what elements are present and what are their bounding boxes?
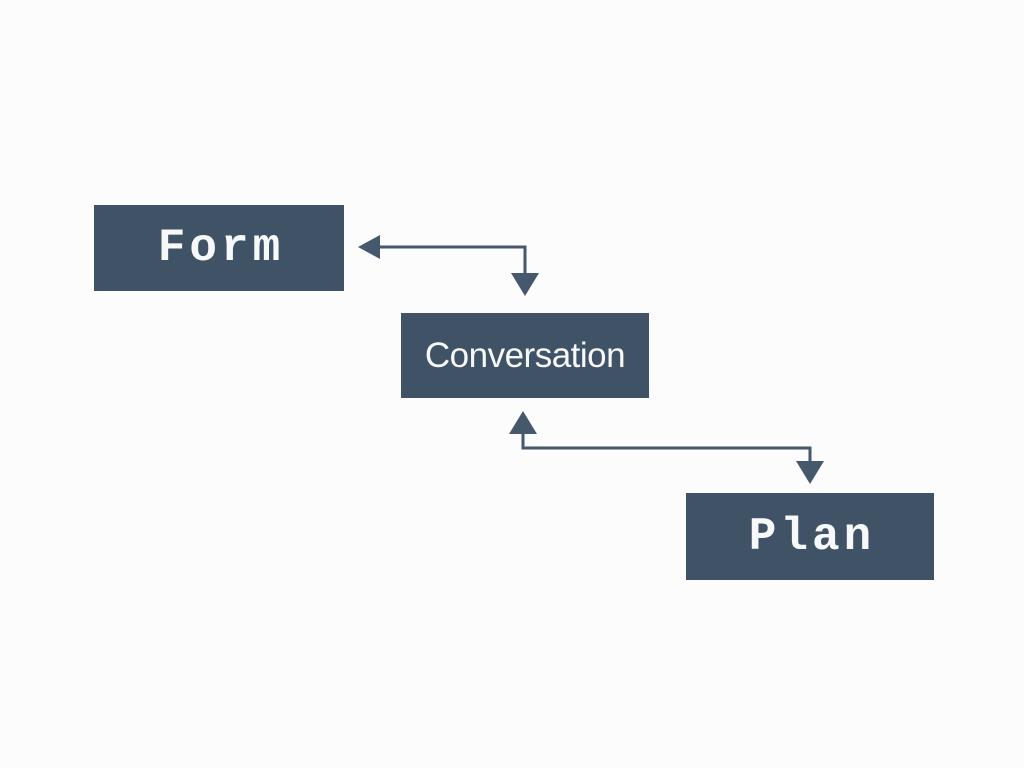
- node-plan: Plan: [686, 493, 934, 580]
- node-form: Form: [94, 205, 344, 291]
- connector-line: [374, 245, 527, 275]
- connector-conversation-form: [358, 235, 539, 296]
- node-plan-label: Plan: [748, 510, 876, 563]
- node-form-label: Form: [157, 222, 285, 274]
- connector-conversation-plan: [509, 411, 824, 484]
- arrowhead-down-icon: [511, 273, 539, 296]
- arrowhead-left-icon: [358, 235, 380, 259]
- node-conversation-label: Conversation: [424, 335, 626, 375]
- arrowhead-down-icon: [796, 461, 824, 484]
- connector-line: [521, 431, 812, 462]
- node-conversation: Conversation: [401, 313, 649, 398]
- arrowhead-up-icon: [509, 411, 537, 434]
